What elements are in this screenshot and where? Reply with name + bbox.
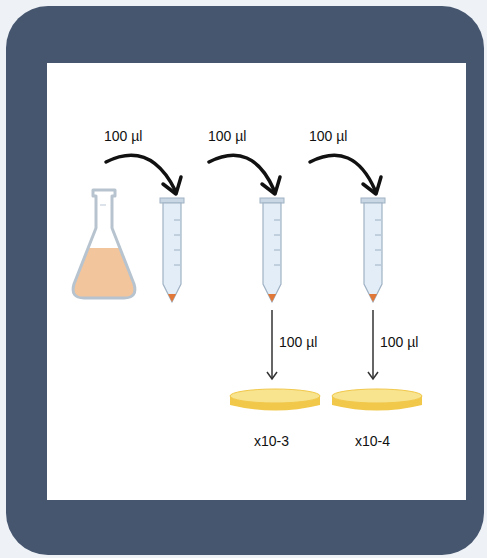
transfer-arrow (106, 155, 381, 194)
frame (6, 6, 484, 555)
volume-label: 100 µl (309, 128, 347, 145)
volume-label: 100 µl (104, 128, 142, 145)
agar-plate (332, 389, 422, 411)
volume-label: 100 µl (279, 334, 317, 351)
volume-label: 100 µl (380, 334, 418, 351)
panel (47, 63, 466, 500)
flask (73, 190, 135, 298)
agar-plate (230, 389, 320, 411)
dilution-label: x10-4 (355, 433, 390, 450)
dilution-label: x10-3 (254, 433, 289, 450)
tube (260, 198, 284, 302)
plating-arrow (267, 310, 378, 379)
tube (160, 198, 184, 302)
volume-label: 100 µl (208, 128, 246, 145)
tube (361, 198, 385, 302)
